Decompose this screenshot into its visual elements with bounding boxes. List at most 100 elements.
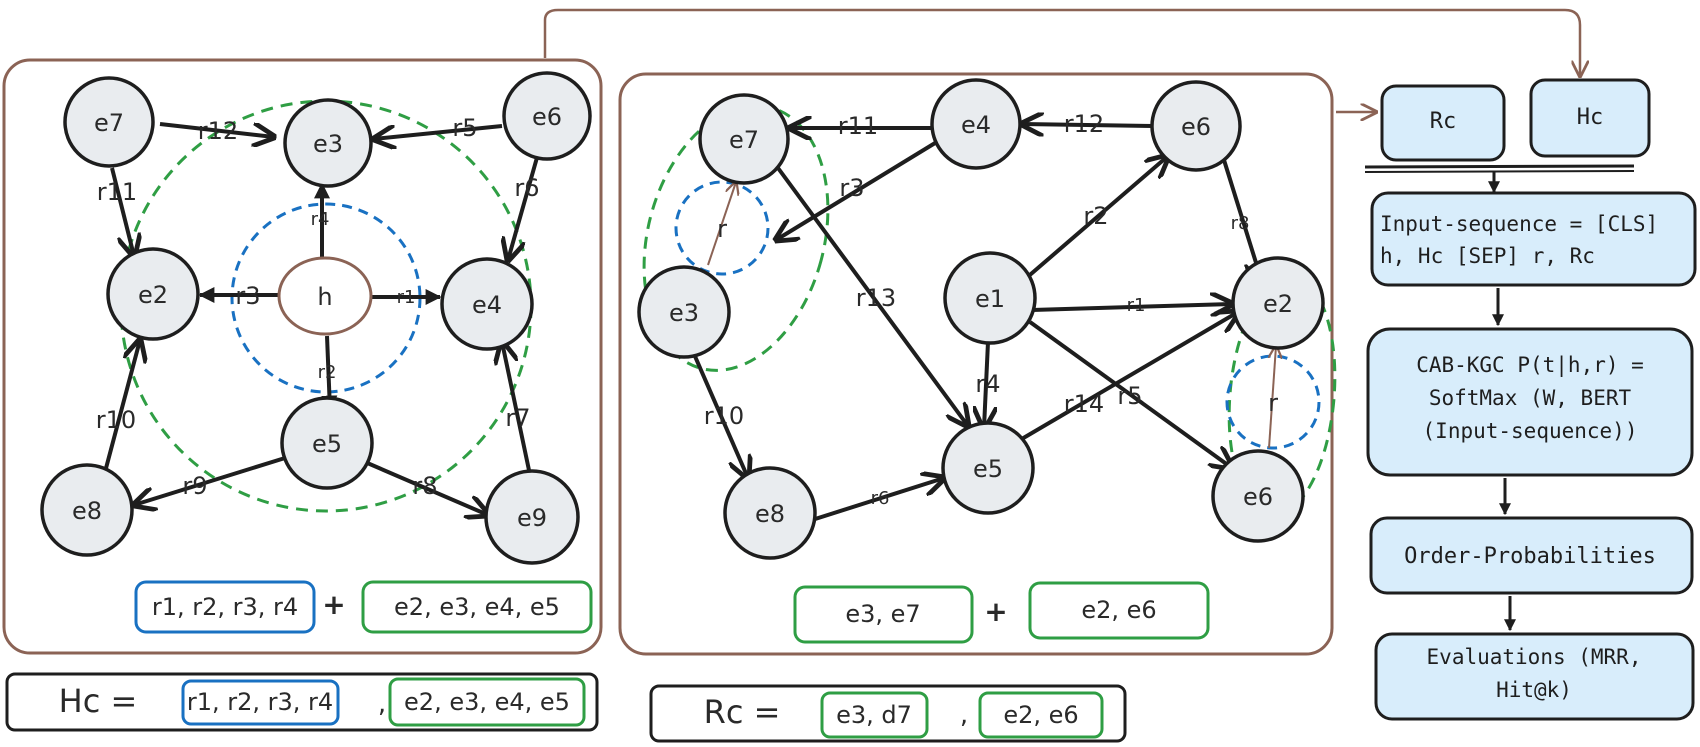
svg-text:e6: e6 bbox=[1181, 113, 1211, 141]
rc-left-box bbox=[793, 585, 974, 644]
hc-label-r9: r9 bbox=[182, 472, 207, 500]
rc-edge-r13 bbox=[776, 166, 968, 426]
hc-edge-r11 bbox=[110, 167, 134, 256]
order-probabilities-text: Order-Probabilities bbox=[1404, 544, 1656, 569]
hc-node-e7 bbox=[63, 76, 155, 168]
hc-node-h bbox=[277, 256, 373, 336]
rc-label-r10: r10 bbox=[704, 402, 744, 430]
hc-label-r1: r1 bbox=[397, 287, 416, 308]
rc-input-box bbox=[1380, 84, 1506, 162]
order-probabilities-box bbox=[1369, 516, 1694, 595]
hc-label-r2: r2 bbox=[318, 362, 337, 383]
rc-blue-neighborhood-left bbox=[674, 180, 770, 276]
rc-node-r-left: r bbox=[717, 215, 727, 243]
input-sequence-box bbox=[1370, 191, 1697, 287]
svg-text:e8: e8 bbox=[72, 497, 102, 525]
rc-label-r8: r8 bbox=[1231, 213, 1250, 234]
rc-node-e6-bottom bbox=[1211, 449, 1305, 543]
svg-text:e3: e3 bbox=[313, 130, 343, 158]
hc-label-r6: r6 bbox=[514, 174, 539, 202]
rc-input-text: Rc bbox=[1430, 109, 1457, 134]
svg-text:e6: e6 bbox=[532, 103, 562, 131]
evaluations-line2: Hit@k) bbox=[1496, 678, 1572, 702]
hc-equation-relations-box bbox=[181, 679, 340, 726]
svg-text:e8: e8 bbox=[755, 500, 785, 528]
rc-label-r1: r1 bbox=[1127, 295, 1146, 316]
hc-node-e8 bbox=[40, 463, 134, 557]
hc-node-e9 bbox=[484, 469, 580, 565]
rc-node-e8 bbox=[723, 466, 817, 560]
rc-equation-second-box bbox=[978, 691, 1104, 739]
rc-edge-r4 bbox=[984, 341, 988, 428]
hc-node-e2 bbox=[106, 247, 200, 341]
rc-blue-neighborhood-right bbox=[1225, 354, 1321, 450]
hc-relations-text: r1, r2, r3, r4 bbox=[152, 593, 298, 621]
hc-node-e3 bbox=[283, 98, 373, 188]
svg-text:e3: e3 bbox=[669, 299, 699, 327]
rc-equation-second: e2, e6 bbox=[1003, 701, 1078, 729]
rc-label-r14: r14 bbox=[1064, 390, 1104, 418]
rc-nodes: e7 e4 e6 r e3 e1 e2 r e5 e8 e6 bbox=[637, 78, 1325, 560]
svg-text:e4: e4 bbox=[472, 291, 502, 319]
rc-label-r4: r4 bbox=[975, 370, 1000, 398]
rc-node-e4 bbox=[930, 78, 1022, 170]
hc-label-r8: r8 bbox=[412, 472, 437, 500]
hc-relations-box bbox=[134, 580, 316, 634]
svg-text:e7: e7 bbox=[94, 109, 124, 137]
hc-edge-r12 bbox=[159, 122, 274, 137]
hc-node-e5 bbox=[280, 396, 374, 490]
rc-plus-sign: + bbox=[984, 595, 1007, 628]
evaluations-line1: Evaluations (MRR, bbox=[1427, 645, 1642, 669]
svg-text:e2: e2 bbox=[1263, 290, 1293, 318]
hc-node-e6 bbox=[502, 71, 592, 161]
hc-node-e4 bbox=[440, 257, 534, 351]
hc-input-text: Hc bbox=[1577, 105, 1604, 130]
hc-equation-entities: e2, e3, e4, e5 bbox=[404, 688, 570, 716]
hc-edge-r6 bbox=[508, 153, 540, 260]
hc-edge-r5 bbox=[374, 124, 503, 139]
merge-line bbox=[1364, 164, 1635, 169]
rc-label-r13: r13 bbox=[856, 284, 896, 312]
rc-right-box bbox=[1028, 581, 1210, 640]
hc-edges bbox=[103, 122, 540, 515]
svg-text:e5: e5 bbox=[973, 455, 1003, 483]
evaluations-box bbox=[1374, 632, 1695, 721]
hc-equation-entities-box bbox=[388, 677, 586, 727]
rc-label-r12: r12 bbox=[1064, 110, 1104, 138]
rc-right-text: e2, e6 bbox=[1081, 596, 1156, 624]
rc-label-r6: r6 bbox=[871, 488, 890, 509]
model-line3: (Input-sequence)) bbox=[1423, 419, 1638, 443]
hc-edge-r7 bbox=[502, 342, 532, 476]
hc-edge-labels: r12 r5 r11 r6 r4 r3 r1 r2 r10 r7 r9 r8 bbox=[96, 114, 540, 500]
rc-edge-r10 bbox=[692, 353, 748, 478]
rc-label-r11: r11 bbox=[838, 112, 878, 140]
rc-equation-comma: , bbox=[960, 700, 968, 730]
rc-node-e3 bbox=[637, 265, 731, 359]
svg-text:h: h bbox=[317, 283, 332, 311]
hc-entities-box bbox=[361, 580, 593, 634]
svg-text:e4: e4 bbox=[961, 111, 991, 139]
rc-equation-first-box bbox=[820, 691, 929, 739]
model-line2: SoftMax (W, BERT bbox=[1429, 386, 1632, 410]
hc-label-r12: r12 bbox=[198, 117, 238, 145]
rc-edge-r8 bbox=[1222, 159, 1262, 282]
rc-edge-r14 bbox=[1018, 312, 1238, 442]
rc-edge-r12 bbox=[1022, 124, 1155, 126]
rc-edges bbox=[692, 124, 1276, 522]
rc-node-r-right: r bbox=[1268, 389, 1278, 417]
rc-edge-r-right bbox=[1268, 346, 1276, 449]
rc-edge-r-left bbox=[707, 182, 736, 266]
svg-text:e7: e7 bbox=[729, 126, 759, 154]
model-box bbox=[1366, 327, 1694, 477]
rc-left-text: e3, e7 bbox=[845, 600, 920, 628]
hc-label-r3: r3 bbox=[235, 282, 260, 310]
hc-equation-comma: , bbox=[378, 689, 386, 719]
hc-label-r11: r11 bbox=[97, 178, 137, 206]
hc-label-r5: r5 bbox=[452, 114, 477, 142]
rc-node-e2 bbox=[1231, 256, 1325, 350]
hc-equation-relations: r1, r2, r3, r4 bbox=[187, 688, 333, 716]
rc-edge-r1 bbox=[1031, 304, 1232, 310]
rc-node-e7 bbox=[698, 93, 790, 185]
svg-text:e1: e1 bbox=[975, 285, 1005, 313]
